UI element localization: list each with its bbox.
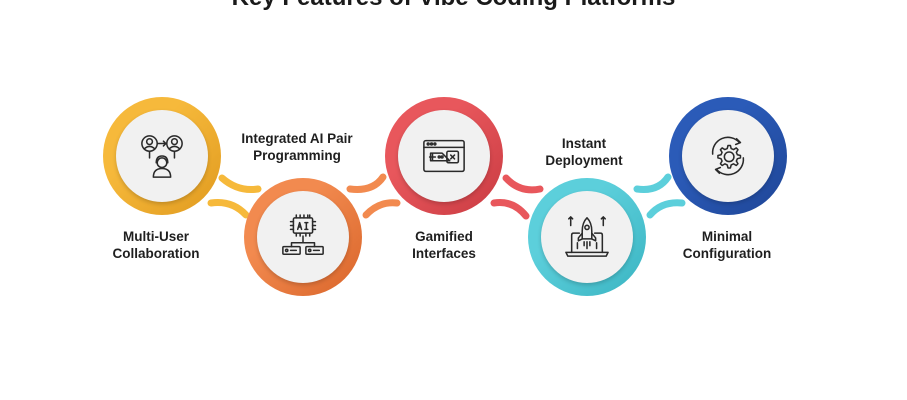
label-line-2: Deployment <box>545 153 623 168</box>
collaboration-icon <box>141 135 183 178</box>
connector-2-3-upper <box>346 173 387 193</box>
connector-2-3-lower <box>362 199 401 219</box>
game-window-icon <box>423 139 465 173</box>
label-line-2: Programming <box>253 148 341 163</box>
connector-1-2-lower <box>207 199 250 219</box>
connector-1-2-upper <box>218 174 262 193</box>
gear-cycle-icon <box>711 136 745 176</box>
step-icon-container <box>541 191 633 283</box>
step-icon-container <box>682 110 774 202</box>
ai-chip-icon <box>282 214 324 256</box>
label-line-1: Instant <box>561 136 607 151</box>
label-line-2: Interfaces <box>412 246 476 261</box>
step-label-ai-pair: Integrated AI Pair Programming <box>222 130 372 164</box>
label-line-2: Configuration <box>682 246 772 261</box>
connector-3-4-upper <box>502 174 544 194</box>
step-label-collaboration: Multi-User Collaboration <box>81 228 231 262</box>
step-collaboration-node <box>103 97 221 215</box>
step-configuration-node <box>669 97 787 215</box>
step-deployment-node <box>528 178 646 296</box>
label-line-1: Gamified <box>415 229 473 244</box>
label-line-2: Collaboration <box>112 246 200 261</box>
step-icon-container <box>116 110 208 202</box>
label-line-1: Integrated AI Pair <box>241 131 353 146</box>
step-label-configuration: Minimal Configuration <box>652 228 802 262</box>
connector-4-5-lower <box>646 199 686 219</box>
rocket-laptop-icon <box>565 216 609 257</box>
step-gamified-node <box>385 97 503 215</box>
label-line-1: Minimal <box>701 229 753 244</box>
step-ai-pair-node <box>244 178 362 296</box>
page-title: Key Features of Vibe Coding Platforms <box>0 0 907 12</box>
label-line-1: Multi-User <box>122 229 189 244</box>
step-label-gamified: Gamified Interfaces <box>369 228 519 262</box>
connector-4-5-upper <box>633 173 672 193</box>
step-label-deployment: Instant Deployment <box>509 135 659 169</box>
step-icon-container <box>398 110 490 202</box>
connector-3-4-lower <box>490 199 530 220</box>
step-icon-container <box>257 191 349 283</box>
